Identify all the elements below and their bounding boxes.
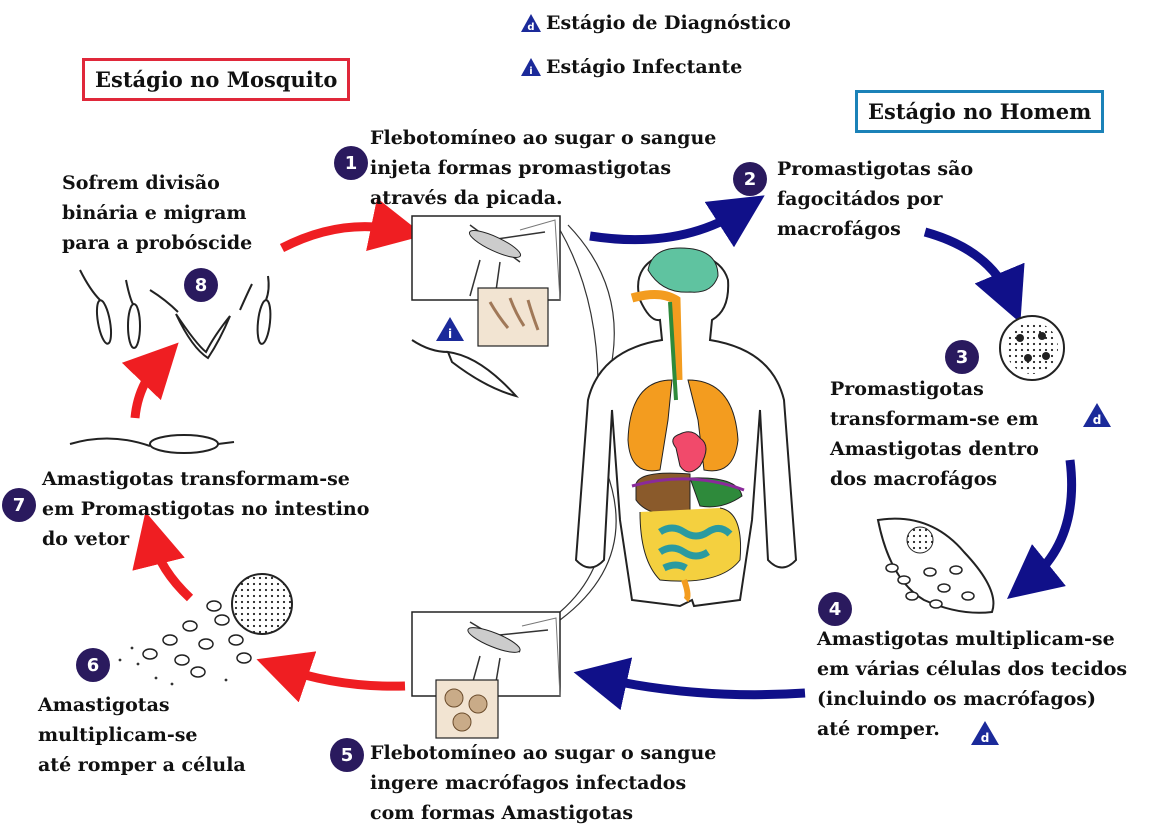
arrow-1-to-2 [590,210,742,240]
legend-infective-label: Estágio Infectante [546,56,742,78]
svg-text:d: d [1093,413,1102,427]
svg-text:i: i [529,66,532,77]
step-1-text: Flebotomíneo ao sugar o sangue injeta fo… [370,123,716,213]
arrow-7-to-8 [135,362,160,418]
diagnostic-stage-marker-4: d [970,720,1000,746]
legend-diagnostic-label: Estágio de Diagnóstico [546,12,791,34]
step-5-text: Flebotomíneo ao sugar o sangue ingere ma… [370,738,716,828]
sandfly-feeding-panel [412,612,560,738]
step-8-text: Sofrem divisão binária e migram para a p… [62,168,252,258]
diagnostic-stage-marker-3: d [1082,402,1112,428]
mosquito-stage-box: Estágio no Mosquito [82,58,350,101]
step-5-badge: 5 [330,738,364,772]
arrow-5-to-6 [282,668,405,686]
legend-diagnostic: d Estágio de Diagnóstico [520,12,791,34]
free-promastigote [412,340,516,396]
step-6-badge: 6 [76,648,110,682]
svg-text:i: i [448,327,452,341]
infective-stage-marker: i [435,316,465,342]
arrow-8-to-1 [282,227,398,248]
step-7-badge: 7 [2,488,36,522]
arrow-4-to-5 [600,678,805,695]
infective-stage-icon: i [520,57,542,77]
human-body-figure [576,248,796,606]
stage6-burst-cell [119,574,292,685]
diagnostic-stage-icon: d [520,13,542,33]
legend-infective: i Estágio Infectante [520,56,742,78]
step-6-text: Amastigotas multiplicam-se até romper a … [38,690,246,780]
stage7-promastigote [70,435,234,453]
step-7-text: Amastigotas transformam-se em Promastigo… [42,464,369,554]
human-stage-box: Estágio no Homem [855,90,1104,133]
step-3-badge: 3 [945,340,979,374]
step-1-badge: 1 [334,146,368,180]
step-2-text: Promastigotas são fagocitádos por macrof… [777,154,973,244]
svg-text:d: d [981,731,990,745]
svg-text:d: d [527,22,534,33]
step-8-badge: 8 [184,268,218,302]
step-2-badge: 2 [733,162,767,196]
step-4-badge: 4 [818,592,852,626]
stage3-macrophage [1000,316,1064,380]
step-3-text: Promastigotas transformam-se em Amastigo… [830,374,1039,494]
stage8-dividing-promastigotes [80,270,272,358]
stage4-ruptured-cell [878,519,993,613]
